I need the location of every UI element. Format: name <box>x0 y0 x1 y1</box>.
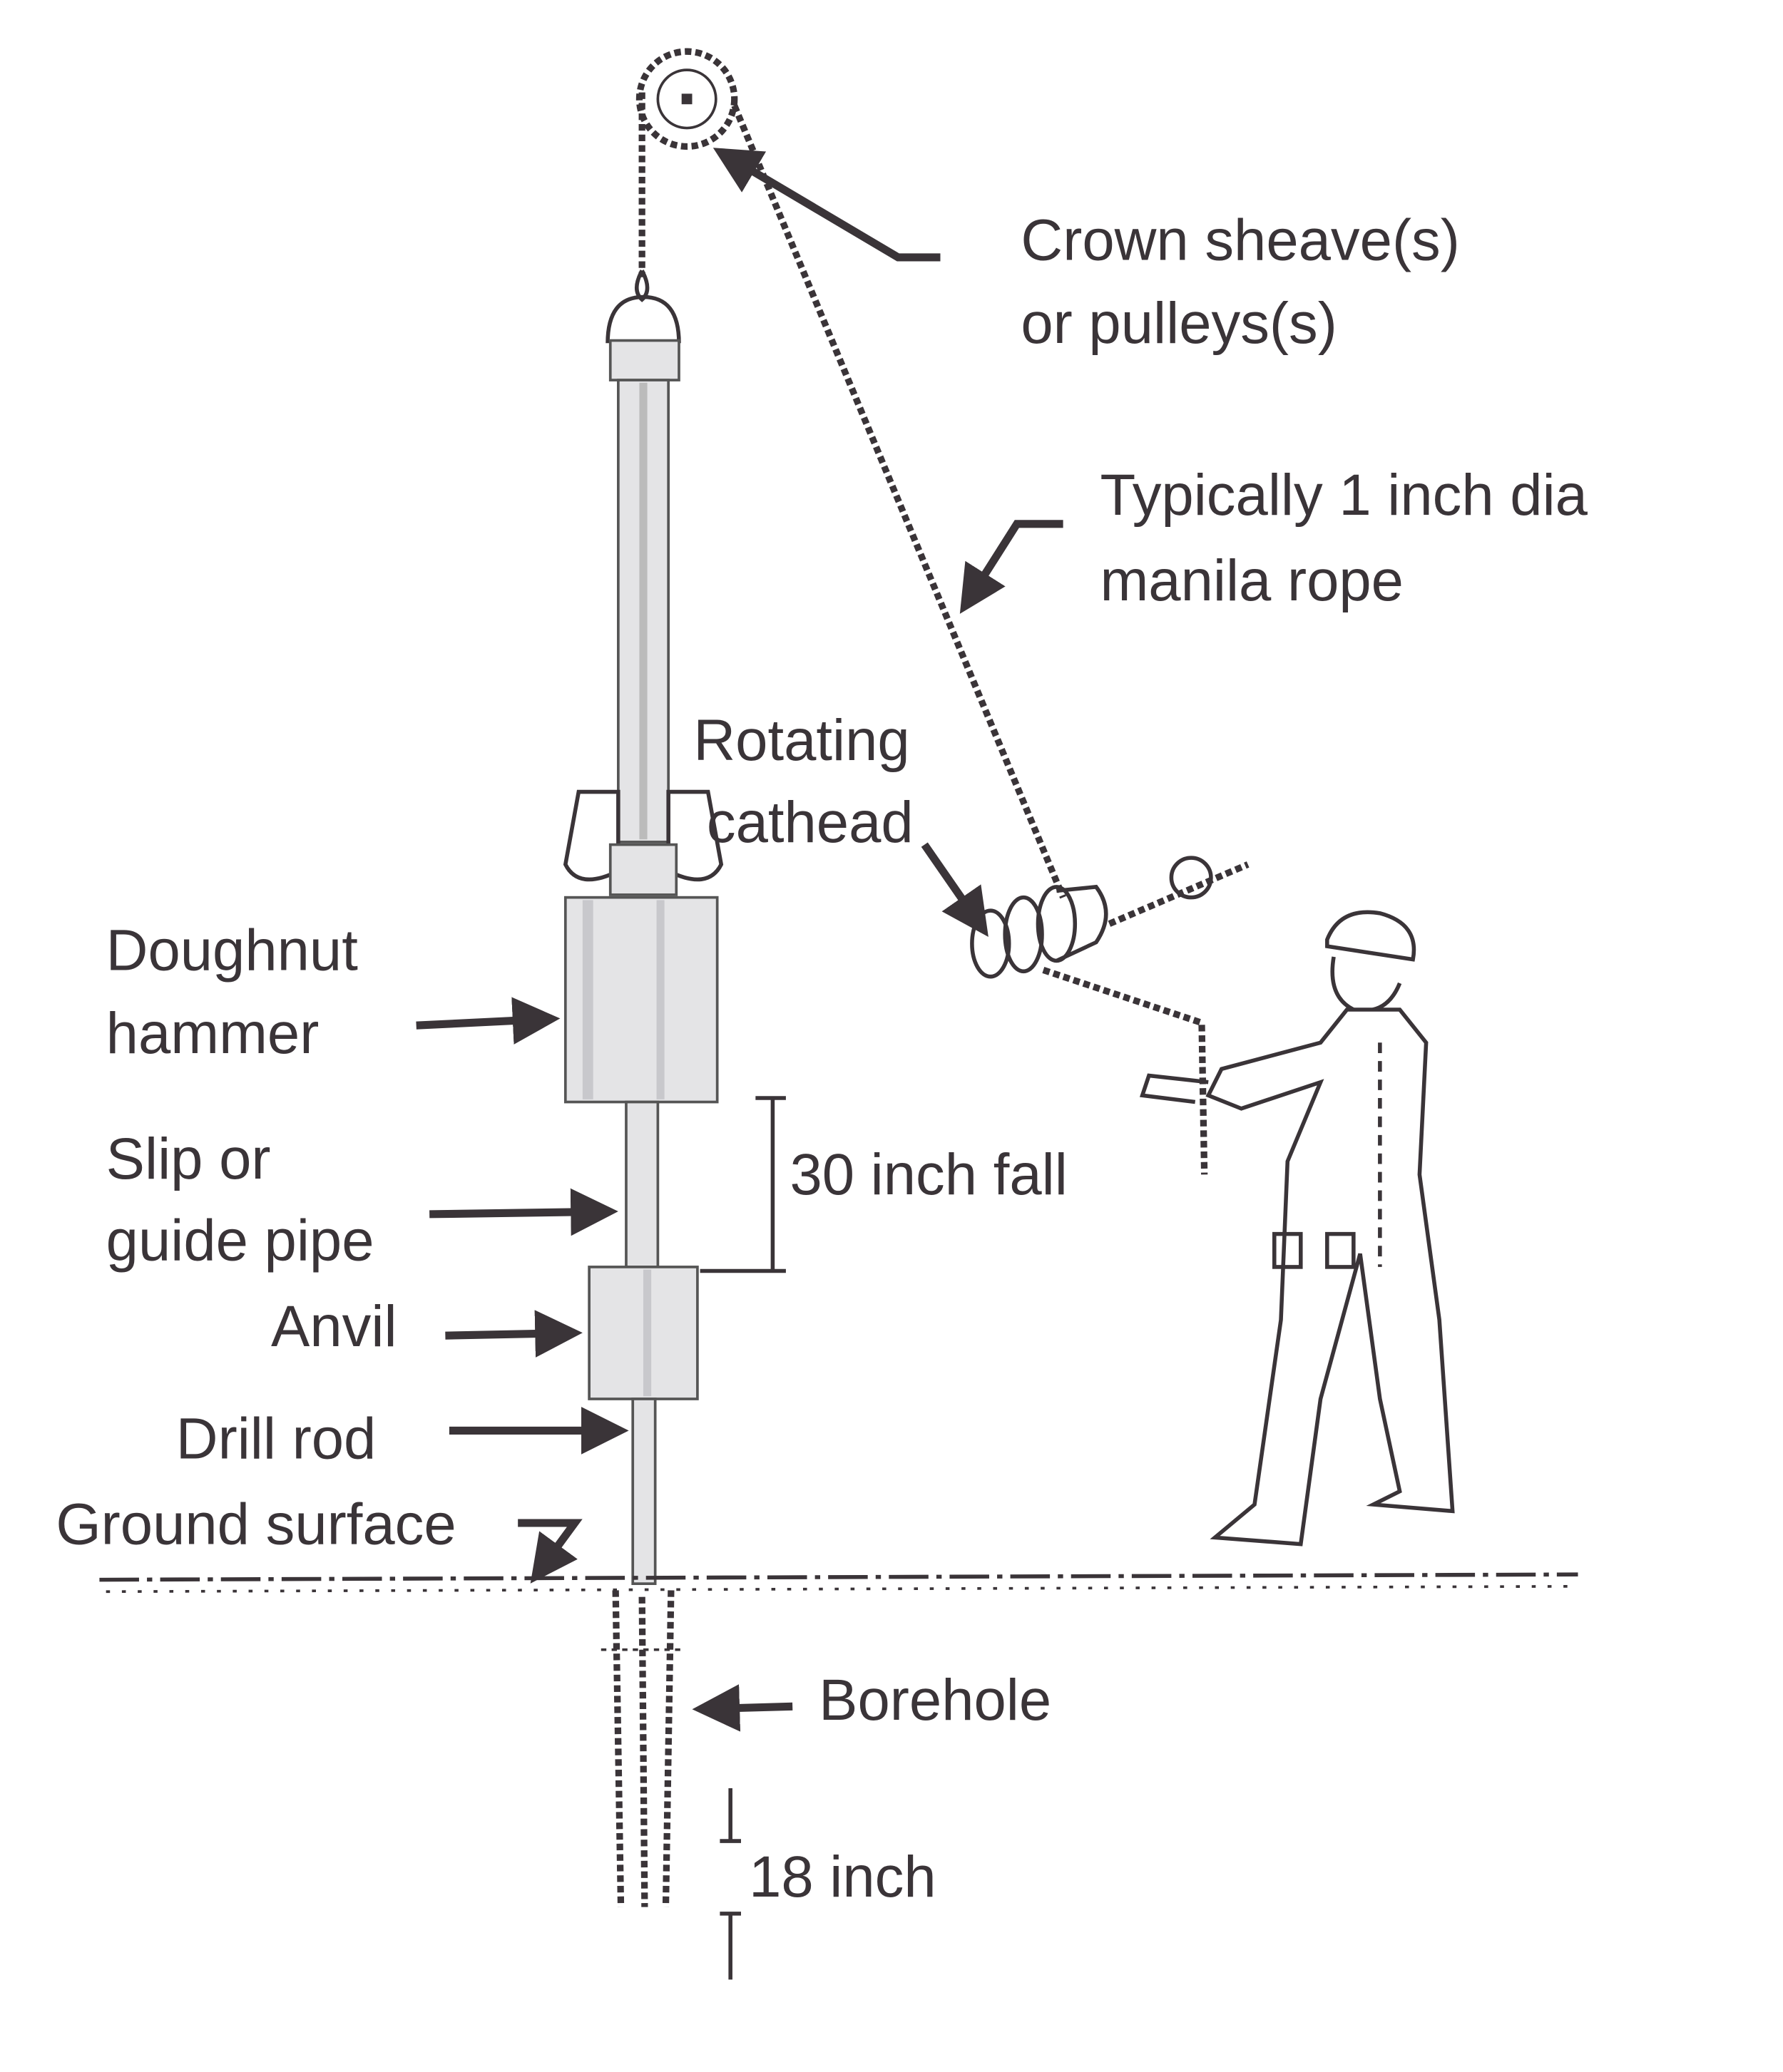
arrow-crown-sheave <box>712 148 941 262</box>
label-hammer-2: hammer <box>106 1001 320 1066</box>
rope-cathead-side <box>731 104 1066 899</box>
label-guide-1: Slip or <box>106 1127 271 1191</box>
label-drill-rod: Drill rod <box>176 1406 377 1471</box>
guide-pipe <box>625 1100 660 1268</box>
rope-loop <box>1169 856 1213 900</box>
hammer-assembly <box>563 270 724 1585</box>
label-ground-surface: Ground surface <box>56 1492 456 1557</box>
label-cathead-2: cathead <box>707 790 914 855</box>
arrow-guide-pipe <box>429 1188 618 1236</box>
label-guide-2: guide pipe <box>106 1209 374 1273</box>
drill-rod <box>631 1397 657 1585</box>
label-hammer-1: Doughnut <box>106 918 359 983</box>
label-rope-2: manila rope <box>1100 548 1404 613</box>
arrow-ground <box>518 1519 583 1584</box>
fall-dimension <box>700 1096 786 1273</box>
cathead <box>970 884 1108 979</box>
ground-surface <box>99 1572 1578 1594</box>
label-fall: 30 inch fall <box>790 1142 1067 1207</box>
rope-to-operator <box>1042 967 1208 1175</box>
arrow-anvil <box>445 1310 583 1358</box>
arrow-cathead <box>921 842 988 938</box>
operator-figure <box>1139 910 1455 1547</box>
label-cathead-1: Rotating <box>693 708 909 773</box>
crown-sheave <box>635 48 738 150</box>
depth-dimension <box>720 1788 741 1980</box>
label-crown-sheave-2: or pulleys(s) <box>1021 291 1337 356</box>
label-anvil: Anvil <box>271 1294 397 1359</box>
arrow-rope <box>959 520 1063 614</box>
label-crown-sheave-1: Crown sheave(s) <box>1021 208 1460 273</box>
arrow-borehole <box>692 1684 793 1732</box>
borehole <box>601 1590 685 1907</box>
arrow-hammer <box>416 997 561 1045</box>
label-rope-1: Typically 1 inch dia <box>1100 463 1588 528</box>
label-borehole: Borehole <box>819 1668 1051 1733</box>
label-depth: 18 inch <box>749 1845 936 1909</box>
